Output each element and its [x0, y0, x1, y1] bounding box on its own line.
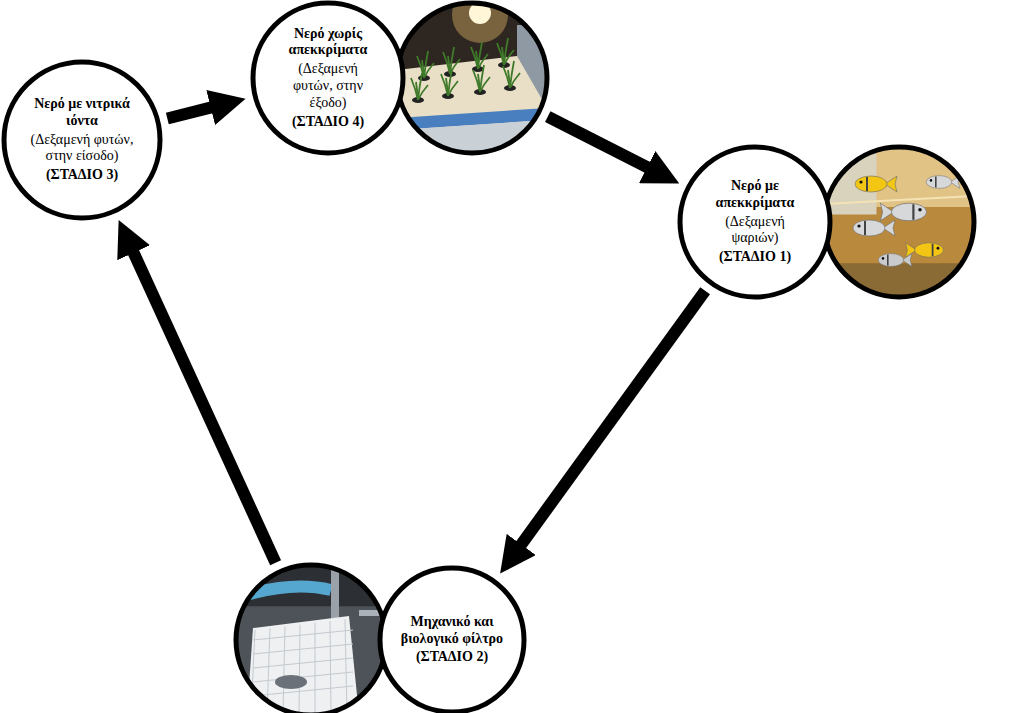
stage-label: (ΣΤΑΔΙΟ 4)	[278, 114, 378, 131]
stage-label: Νερό με απεκκρίματα	[705, 178, 805, 212]
stage-outline	[676, 143, 978, 301]
photo-detail	[397, 120, 547, 153]
stage-label: (Δεξαμενή ψαριών)	[705, 214, 805, 248]
photo-detail	[397, 56, 547, 153]
photo-detail	[882, 257, 885, 260]
photo-detail	[891, 203, 926, 221]
stage-label: Νερό με νιτρικά ιόντα	[23, 96, 141, 130]
photo-detail	[857, 224, 860, 227]
photo-detail	[853, 220, 885, 236]
stage-text: Νερό με απεκκρίματα(Δεξαμενή ψαριών)(ΣΤΑ…	[705, 176, 805, 268]
stage-label: (ΣΤΑΔΙΟ 1)	[705, 249, 805, 266]
photo-detail	[253, 686, 353, 696]
photo-detail	[424, 63, 434, 78]
photo-detail	[480, 77, 490, 92]
stage-text: Νερό με νιτρικά ιόντα(Δεξαμενή φυτών, στ…	[23, 94, 141, 186]
photo-detail	[446, 78, 448, 96]
stage-circle: Νερό με νιτρικά ιόντα(Δεξαμενή φυτών, στ…	[0, 58, 164, 222]
photo-detail	[502, 47, 504, 65]
photo-detail	[345, 619, 347, 713]
photo-detail	[503, 66, 510, 88]
photo-ring	[824, 147, 974, 297]
photo-detail	[930, 179, 933, 182]
photo-detail	[864, 221, 866, 235]
photo-detail	[253, 630, 353, 640]
photo-plants	[397, 0, 547, 175]
photo-detail	[508, 70, 510, 88]
photo-detail	[253, 644, 353, 654]
stage-label: (Δεξαμενή φυτών, στην είσοδο)	[23, 132, 141, 166]
stage-label: Νερό χωρίς απεκκρίματα	[278, 26, 378, 60]
photo-detail	[315, 623, 316, 713]
photo-detail	[448, 81, 458, 96]
stage-text: Μηχανικό και βιολογικό φίλτρο(ΣΤΑΔΙΟ 2)	[400, 612, 504, 668]
photo-detail	[926, 176, 960, 189]
photo-detail	[932, 244, 934, 257]
photo-detail	[416, 82, 418, 100]
photo-detail	[411, 78, 418, 100]
photo-detail	[915, 243, 944, 257]
text-ring	[253, 3, 403, 153]
photo-detail	[417, 56, 424, 78]
photo-detail	[448, 56, 450, 74]
photo-detail	[937, 247, 940, 250]
photo-detail	[887, 254, 889, 265]
photo-detail	[510, 73, 520, 88]
stage-circle: Μηχανικό και βιολογικό φίλτρο(ΣΤΑΔΙΟ 2)	[232, 561, 528, 713]
stage-label: (Δεξαμενή φυτών, στην έξοδο)	[278, 61, 378, 111]
connector-group	[129, 105, 705, 563]
photo-detail	[878, 254, 912, 267]
photo-detail	[418, 85, 428, 100]
photo-detail	[878, 254, 904, 267]
photo-detail	[253, 658, 353, 668]
photo-detail	[824, 196, 974, 204]
photo-detail	[855, 176, 897, 192]
stage-label: (ΣΤΑΔΙΟ 2)	[400, 649, 504, 666]
stage-label: Μηχανικό και βιολογικό φίλτρο	[400, 614, 504, 648]
photo-detail	[236, 565, 386, 713]
photo-detail	[935, 176, 937, 187]
photo-detail	[478, 74, 480, 92]
stage-label: (ΣΤΑΔΙΟ 3)	[23, 167, 141, 184]
photo-detail	[504, 50, 514, 65]
cycle-arrow	[167, 105, 222, 119]
photo-detail	[918, 208, 922, 212]
photo-detail	[330, 621, 331, 713]
stage-circle: Νερό με απεκκρίματα(Δεξαμενή ψαριών)(ΣΤΑ…	[676, 143, 978, 301]
photo-detail	[473, 70, 480, 92]
photo-detail	[497, 43, 504, 65]
photo-detail	[880, 203, 926, 221]
photo-detail	[926, 176, 952, 189]
photo-detail	[855, 176, 887, 192]
text-ring	[680, 147, 830, 297]
stage-text: Νερό χωρίς απεκκρίματα(Δεξαμενή φυτών, σ…	[278, 24, 378, 133]
photo-ring	[397, 3, 547, 153]
photo-detail	[471, 47, 478, 69]
stage-circle: Νερό χωρίς απεκκρίματα(Δεξαμενή φυτών, σ…	[249, 0, 551, 157]
photo-detail	[299, 625, 300, 713]
photo-detail	[275, 675, 307, 689]
cycle-arrow	[548, 117, 658, 173]
photo-detail	[251, 630, 255, 713]
photo-detail	[866, 177, 868, 191]
cycle-arrow	[514, 291, 705, 554]
photo-detail	[443, 52, 450, 74]
photo-detail	[441, 74, 448, 96]
photo-fish	[824, 147, 974, 301]
photo-detail	[912, 204, 914, 219]
photo-detail	[859, 180, 862, 183]
text-ring	[380, 568, 524, 712]
text-ring	[4, 62, 160, 218]
photo-detail	[283, 626, 285, 713]
photo-filter	[236, 565, 389, 713]
photo-detail	[476, 51, 478, 69]
photo-ring	[236, 565, 386, 713]
cycle-arrow	[129, 242, 276, 563]
photo-detail	[853, 220, 895, 236]
